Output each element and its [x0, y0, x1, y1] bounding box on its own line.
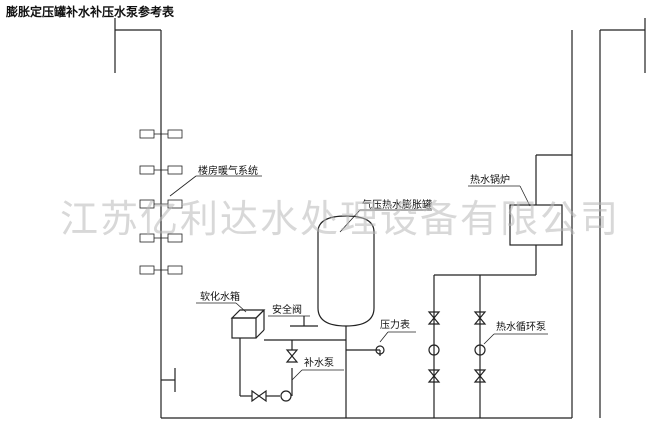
makeup-pipe	[239, 338, 346, 397]
radiator	[139, 165, 183, 175]
circulation-pump-label: 热水循环泵	[496, 320, 546, 333]
safety-valve-label: 安全阀	[272, 303, 302, 316]
pressure-gauge-icon	[375, 345, 385, 355]
makeup-check-valve-icon	[285, 349, 299, 363]
radiator	[139, 199, 183, 209]
radiator	[139, 233, 183, 243]
return-riser	[571, 18, 646, 418]
circulation-branch	[433, 274, 536, 418]
circulation-pump-icon	[474, 344, 486, 356]
valve-icon	[427, 311, 487, 383]
makeup-pump-label: 补水泵	[304, 356, 334, 369]
radiator-group	[139, 129, 183, 275]
boiler-label: 热水锅炉	[470, 173, 510, 186]
company-watermark: 江苏亿利达水处理设备有限公司	[60, 197, 620, 241]
page-title: 膨胀定压罐补水补压水泵参考表	[6, 5, 175, 19]
expansion-tank	[317, 209, 432, 327]
leader-line	[379, 331, 389, 343]
circulation-pump-icon	[428, 344, 440, 356]
leader-line	[291, 369, 303, 381]
radiator	[139, 129, 183, 139]
supply-riser	[114, 18, 176, 418]
radiator	[139, 265, 183, 275]
pressure-gauge-label: 压力表	[380, 318, 410, 331]
boiler	[509, 154, 572, 275]
expansion-tank-label: 气压热水膨胀罐	[362, 198, 432, 211]
leader-line	[483, 333, 495, 345]
building-heating-label: 楼房暖气系统	[198, 164, 258, 177]
makeup-pump-icon	[280, 390, 292, 402]
leader-line	[235, 302, 247, 313]
softened-tank-label: 软化水箱	[200, 290, 240, 303]
leader-line	[519, 185, 531, 207]
softened-water-tank	[230, 309, 266, 339]
leader-line	[169, 175, 197, 197]
makeup-valve-icon	[251, 389, 267, 403]
